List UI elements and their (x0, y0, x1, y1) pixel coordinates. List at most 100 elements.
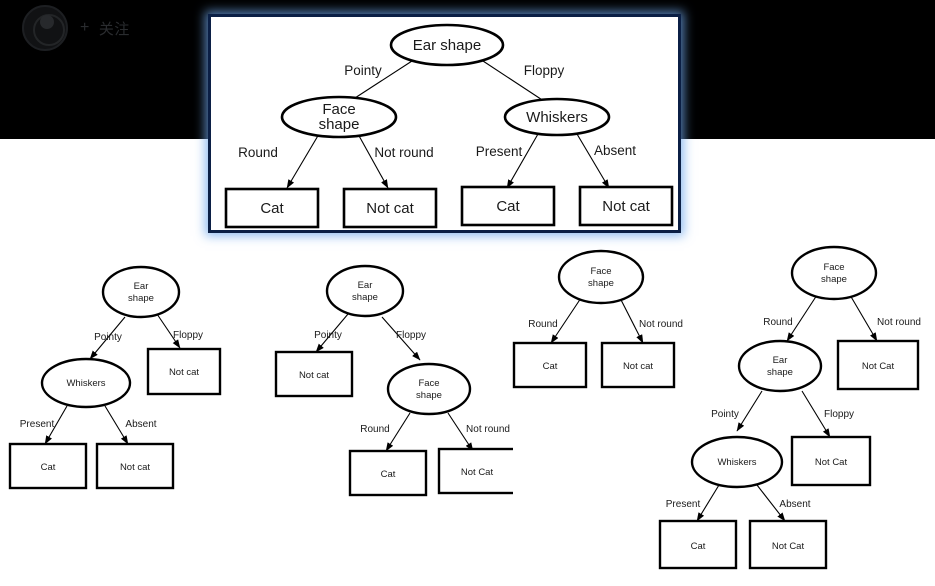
t4-leaf-a-box[interactable] (658, 519, 738, 570)
t2-node-mid-l1: Face (418, 378, 439, 389)
leaf-label-4: Not cat (602, 198, 650, 215)
t1-edge-root-left (89, 316, 126, 360)
t1-node-root-l1: Ear (134, 281, 149, 292)
highlighted-decision-tree-panel[interactable]: Cat Not cat Cat Not cat Ear shape Face s… (208, 14, 681, 233)
t2-label-mid-right: Not round (466, 424, 510, 435)
t2-leaf-b-box[interactable] (437, 447, 513, 495)
t4-label-low-right: Absent (779, 499, 810, 510)
node-root-label: Ear shape (413, 37, 481, 54)
t4-edge-root-left (786, 294, 818, 342)
edge-label-root-right: Floppy (524, 63, 565, 78)
t4-leaf-right-box[interactable] (836, 339, 920, 391)
edge-label-left-left: Round (238, 145, 278, 160)
t2-edge-mid-right (447, 412, 474, 452)
t1-leaf-a-box[interactable] (8, 442, 88, 490)
edge-right-right (576, 133, 610, 189)
t4-label-low-left: Present (666, 499, 701, 510)
tree-face-ear-whiskers: Not Cat Not Cat Cat Not Cat Face shape E… (645, 243, 935, 586)
t2-edge-mid-left (385, 412, 411, 452)
leaf-label-3: Cat (496, 198, 520, 215)
t4-edge-mid-right (801, 390, 831, 438)
t4-leaf-b-box[interactable] (748, 519, 828, 570)
t4-node-mid[interactable] (737, 339, 823, 393)
t2-leaf-b-label: Not Cat (461, 467, 494, 478)
tree2-svg: Not cat Cat Not Cat Ear shape Face shape… (274, 264, 513, 497)
t1-leaf-b-box[interactable] (95, 442, 175, 490)
t4-edge-root-right (849, 294, 878, 342)
t4-edge-low-left (696, 484, 720, 522)
t1-edge-mid-left (44, 405, 68, 445)
edge-label-root-left: Pointy (344, 63, 382, 78)
t1-label-mid-right: Absent (125, 419, 156, 430)
t2-leaf-left-box[interactable] (274, 350, 354, 398)
t4-leaf-b-label: Not Cat (772, 541, 805, 552)
t1-leaf-a-label: Cat (41, 462, 56, 473)
t4-edge-mid-left (736, 390, 763, 432)
leaf-box-1[interactable] (224, 187, 320, 229)
t1-node-mid[interactable] (40, 357, 132, 409)
t2-edge-root-left (315, 313, 349, 353)
follow-label: 关注 (98, 20, 130, 38)
t2-leaf-a-box[interactable] (348, 449, 428, 497)
t1-label-root-right: Floppy (173, 330, 203, 341)
t2-node-root[interactable] (325, 264, 405, 318)
t1-leaf-b-label: Not cat (120, 462, 150, 473)
edge-label-right-right: Absent (594, 143, 636, 158)
leaf-box-3[interactable] (460, 185, 556, 227)
t4-label-mid-right: Floppy (824, 409, 854, 420)
t3-label-root-right: Not round (639, 319, 683, 330)
t1-leaf-right-box[interactable] (146, 347, 222, 396)
t4-node-root-l2: shape (821, 274, 847, 285)
t3-label-root-left: Round (528, 319, 557, 330)
t2-label-root-right: Floppy (396, 330, 426, 341)
follow-button[interactable]: + 关注 (80, 18, 130, 39)
t1-node-root-l2: shape (128, 293, 154, 304)
t4-node-root-l1: Face (823, 262, 844, 273)
t1-edge-mid-right (104, 405, 129, 445)
t4-node-low-label: Whiskers (717, 457, 756, 468)
t2-node-root-l1: Ear (358, 280, 373, 291)
t4-node-root[interactable] (790, 245, 878, 301)
node-right[interactable] (503, 97, 611, 137)
edge-label-right-left: Present (476, 144, 523, 159)
t4-leaf-right-label: Not Cat (862, 361, 895, 372)
tree-face-shape-only: Cat Not cat Face shape Round Not round (495, 243, 690, 403)
t2-edge-root-right (381, 316, 421, 361)
t1-label-root-left: Pointy (94, 332, 122, 343)
t1-node-mid-label: Whiskers (66, 378, 105, 389)
t4-label-root-right: Not round (877, 317, 921, 328)
t1-label-mid-left: Present (20, 419, 55, 430)
t4-node-low[interactable] (690, 435, 784, 489)
t3-leaf-a-box[interactable] (512, 341, 588, 389)
channel-logo-icon[interactable] (22, 5, 68, 51)
leaf-label-2: Not cat (366, 200, 414, 217)
tree-ear-shape-whiskers: Not cat Cat Not cat Ear shape Whiskers P… (2, 246, 242, 496)
t2-leaf-a-label: Cat (381, 469, 396, 480)
node-root[interactable] (389, 23, 505, 67)
t4-leaf-a-label: Cat (691, 541, 706, 552)
t4-label-root-left: Round (763, 317, 792, 328)
t4-mid-leaf-right-box[interactable] (790, 435, 872, 487)
edge-left-right (357, 133, 389, 189)
t3-leaf-b-label: Not cat (623, 361, 653, 372)
t4-node-mid-l1: Ear (773, 355, 788, 366)
node-left[interactable] (280, 95, 398, 139)
t4-edge-low-right (756, 484, 786, 522)
t2-node-mid[interactable] (386, 362, 472, 416)
leaf-box-2[interactable] (342, 187, 438, 229)
tree3-svg: Cat Not cat Face shape Round Not round (512, 249, 683, 389)
node-left-label-line1: Face (322, 101, 355, 118)
node-right-label: Whiskers (526, 109, 588, 126)
t2-leaf-left-label: Not cat (299, 370, 329, 381)
tree-ear-shape-face-shape: Not cat Cat Not Cat Ear shape Face shape… (258, 246, 513, 508)
plus-icon: + (80, 19, 90, 36)
leaf-box-4[interactable] (578, 185, 674, 227)
t2-label-mid-left: Round (360, 424, 389, 435)
t3-leaf-b-box[interactable] (600, 341, 676, 389)
node-left-label-line2: shape (319, 116, 360, 133)
t2-node-mid-l2: shape (416, 390, 442, 401)
t3-node-root[interactable] (557, 249, 645, 305)
t1-node-root[interactable] (101, 265, 181, 319)
main-tree-svg: Cat Not cat Cat Not cat Ear shape Face s… (224, 23, 674, 229)
